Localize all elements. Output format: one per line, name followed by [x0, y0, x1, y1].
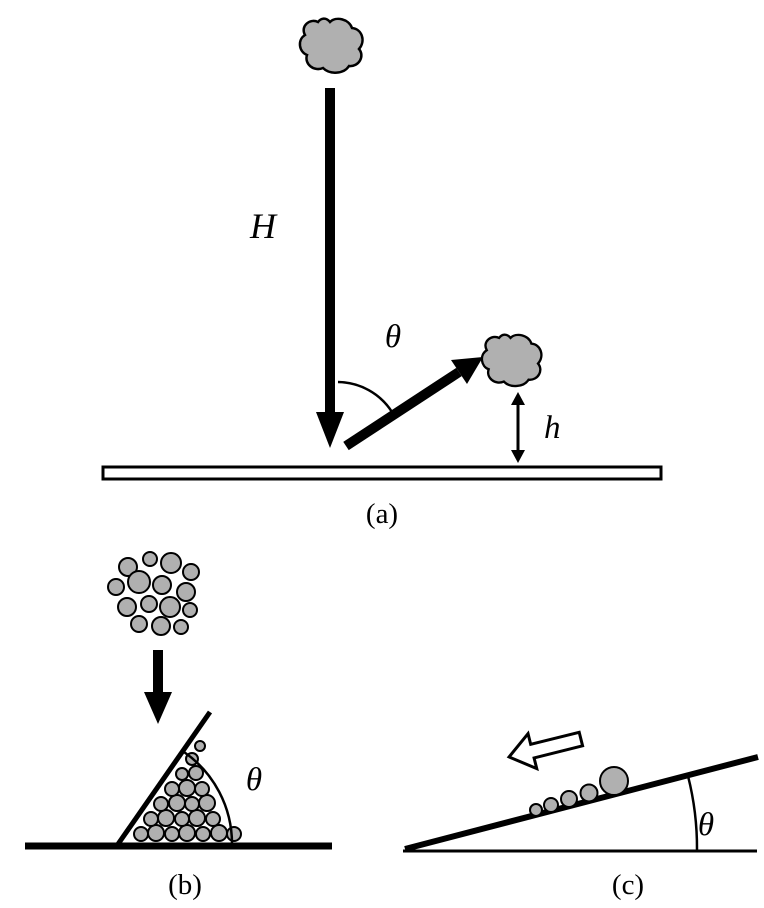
angle-arc-c: [686, 775, 699, 851]
label-repose-angle: θ: [246, 762, 262, 798]
rebound-height-arrow-bottom-head: [511, 450, 525, 463]
particle: [174, 811, 190, 827]
particle: [543, 797, 559, 813]
inclined-plane-line: [404, 754, 759, 852]
bounce-arrow-shaft: [343, 367, 462, 451]
particle: [117, 597, 137, 617]
particle: [140, 595, 158, 613]
particle: [210, 824, 228, 842]
pour-arrow-head: [144, 692, 172, 724]
particle: [133, 826, 149, 842]
slide-direction-arrow: [506, 730, 585, 772]
impact-plate: [101, 465, 663, 481]
caption-c: (c): [612, 869, 644, 901]
bounced-particle-blob: [480, 333, 543, 388]
particle: [182, 602, 198, 618]
particle: [147, 824, 165, 842]
particle: [178, 824, 196, 842]
particle: [226, 826, 242, 842]
particle: [151, 616, 171, 636]
particle: [188, 765, 204, 781]
particle: [178, 779, 196, 797]
slope-grains: [529, 766, 629, 817]
falling-particle-blob: [298, 17, 364, 74]
angle-arc-b: [183, 750, 234, 845]
particle: [157, 809, 175, 827]
particle: [127, 570, 151, 594]
particle: [184, 796, 200, 812]
particle: [194, 781, 210, 797]
particle: [107, 578, 125, 596]
particle: [176, 582, 196, 602]
particle: [599, 766, 629, 796]
particle: [164, 826, 180, 842]
grain-heap: [133, 740, 242, 842]
heap-slope-line: [113, 710, 213, 849]
particle: [182, 563, 200, 581]
particle: [153, 796, 169, 812]
particle: [130, 615, 148, 633]
label-tilt-angle: θ: [698, 807, 714, 843]
particle: [118, 557, 138, 577]
falling-grain-cluster: [107, 551, 200, 636]
caption-a: (a): [366, 498, 398, 530]
particle: [160, 552, 182, 574]
particle: [159, 596, 181, 618]
panel-a: H θ h (a): [101, 17, 663, 530]
panel-b: θ (b): [25, 551, 332, 901]
label-rebound-height: h: [544, 410, 561, 446]
drop-arrow-head: [316, 412, 344, 448]
particle: [173, 619, 189, 635]
particle: [579, 783, 599, 803]
particle: [195, 826, 211, 842]
rebound-height-arrow-top-head: [511, 392, 525, 405]
particle: [529, 803, 543, 817]
particle: [164, 781, 180, 797]
particle: [560, 790, 578, 808]
panel-c: θ (c): [403, 730, 759, 901]
particle: [152, 575, 172, 595]
particle: [194, 740, 206, 752]
angle-arc-a: [337, 380, 394, 413]
particle: [188, 809, 206, 827]
label-rebound-angle: θ: [385, 319, 401, 355]
particle: [198, 794, 216, 812]
label-drop-height: H: [249, 206, 278, 246]
bounce-arrow-head: [451, 357, 483, 384]
particle: [168, 794, 186, 812]
particle: [175, 767, 189, 781]
particle: [142, 551, 158, 567]
particle: [143, 811, 159, 827]
caption-b: (b): [168, 869, 202, 901]
particle: [205, 811, 221, 827]
